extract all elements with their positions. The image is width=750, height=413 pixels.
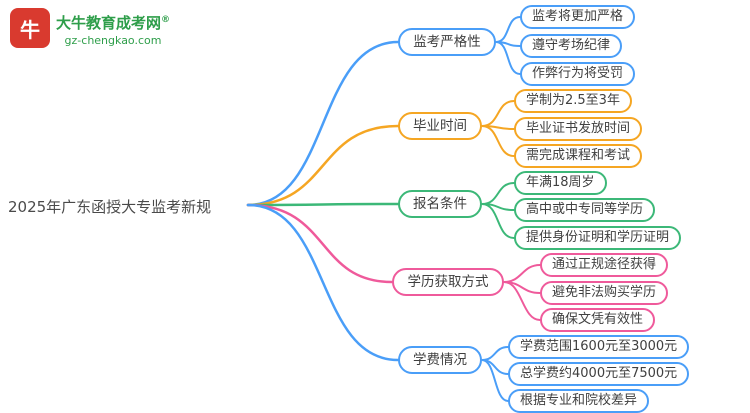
- connector-branch3-leaf3: [481, 203, 515, 239]
- leaf-node: 毕业证书发放时间: [514, 117, 643, 141]
- connector-branch1-leaf1: [495, 16, 521, 43]
- connector-root-branch1: [246, 40, 400, 207]
- site-name: 大牛教育成考网®: [56, 14, 171, 32]
- connector-branch2-leaf1: [481, 100, 515, 127]
- site-logo: 牛 大牛教育成考网® gz-chengkao.com: [10, 8, 170, 48]
- leaf-node: 避免非法购买学历: [540, 281, 669, 305]
- bull-logo-icon: 牛: [10, 8, 50, 48]
- leaf-node: 学制为2.5至3年: [514, 89, 632, 113]
- registered-mark: ®: [161, 15, 171, 25]
- logo-text-block: 大牛教育成考网® gz-chengkao.com: [56, 8, 170, 48]
- leaf-node: 高中或中专同等学历: [514, 198, 656, 222]
- connector-branch1-leaf3: [495, 41, 521, 75]
- connector-branch5-leaf1: [481, 346, 509, 361]
- leaf-node: 遵守考场纪律: [520, 34, 623, 58]
- branch-node-supervision-strictness: 监考严格性: [398, 28, 496, 56]
- leaf-node: 年满18周岁: [514, 171, 607, 195]
- leaf-node: 提供身份证明和学历证明: [514, 226, 682, 250]
- connector-branch4-leaf1: [503, 264, 541, 283]
- connector-root-branch5: [246, 203, 400, 362]
- branch-node-degree-acquisition: 学历获取方式: [392, 268, 504, 296]
- leaf-node: 监考将更加严格: [520, 5, 636, 29]
- branch-node-registration-conditions: 报名条件: [398, 190, 482, 218]
- connector-root-branch2: [246, 124, 400, 207]
- connector-branch4-leaf3: [503, 281, 541, 321]
- branch-node-tuition-fees: 学费情况: [398, 346, 482, 374]
- leaf-node: 作弊行为将受罚: [520, 62, 636, 86]
- leaf-node: 根据专业和院校差异: [508, 389, 650, 413]
- connector-root-branch3: [246, 202, 400, 207]
- connector-branch2-leaf3: [481, 125, 515, 157]
- leaf-node: 学费范围1600元至3000元: [508, 335, 690, 359]
- connector-branch3-leaf1: [481, 182, 515, 205]
- leaf-node: 需完成课程和考试: [514, 144, 643, 168]
- central-topic: 2025年广东函授大专监考新规: [8, 198, 212, 216]
- branch-node-graduation-time: 毕业时间: [398, 112, 482, 140]
- leaf-node: 确保文凭有效性: [540, 308, 656, 332]
- leaf-node: 总学费约4000元至7500元: [508, 362, 690, 386]
- site-url: gz-chengkao.com: [64, 34, 162, 47]
- connector-branch5-leaf3: [481, 359, 509, 402]
- connector-root-branch4: [246, 203, 394, 284]
- leaf-node: 通过正规途径获得: [540, 253, 669, 277]
